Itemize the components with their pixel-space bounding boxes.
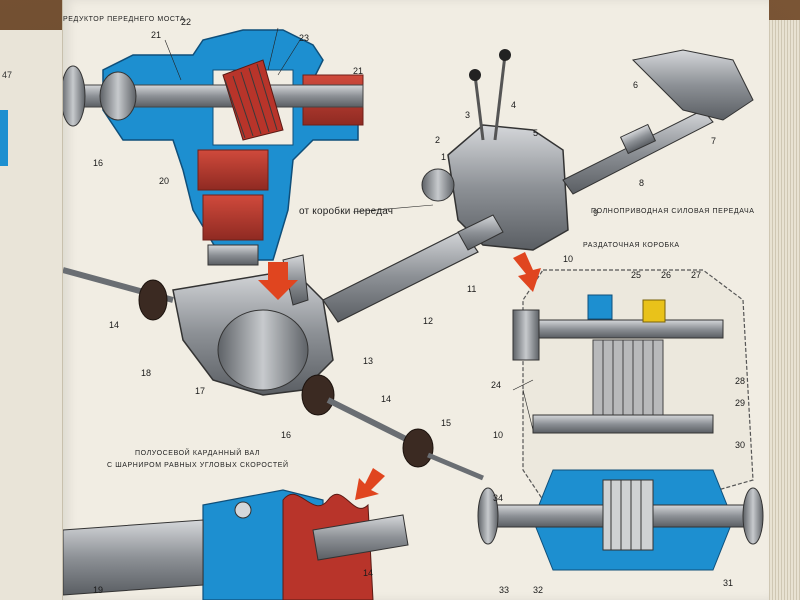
callout-14-left: 14 <box>109 320 120 330</box>
callout-32: 32 <box>533 585 544 595</box>
callout-24: 24 <box>491 380 502 390</box>
callout-10-bottom: 10 <box>493 430 504 440</box>
book-page: РЕДУКТОР ПЕРЕДНЕГО МОСТА от коробки пере… <box>62 0 769 600</box>
callout-2: 2 <box>435 135 441 145</box>
caption-front-axle-reducer: РЕДУКТОР ПЕРЕДНЕГО МОСТА <box>63 16 186 23</box>
callout-7: 7 <box>711 136 717 146</box>
callout-15: 15 <box>441 418 452 428</box>
cv-joint-halfshaft <box>63 489 409 600</box>
callout-11: 11 <box>467 284 477 294</box>
callout-14-bottom: 14 <box>363 568 374 578</box>
callout-12: 12 <box>423 316 434 326</box>
callout-21-right: 21 <box>353 66 364 76</box>
callout-9: 9 <box>593 208 599 218</box>
caption-halfshaft-line2: С ШАРНИРОМ РАВНЫХ УГЛОВЫХ СКОРОСТЕЙ <box>107 462 289 469</box>
leader-lines <box>164 27 534 431</box>
callout-33: 33 <box>499 585 510 595</box>
callout-4: 4 <box>511 100 517 110</box>
left-page-number: 47 <box>2 70 13 80</box>
technical-illustration <box>63 27 764 600</box>
caption-halfshaft-line1: ПОЛУОСЕВОЙ КАРДАННЫЙ ВАЛ <box>135 450 261 457</box>
page-stack-edge <box>764 20 800 600</box>
callout-16-top: 16 <box>93 158 104 168</box>
red-arrow-2 <box>513 252 541 292</box>
callout-29: 29 <box>735 398 746 408</box>
red-arrows <box>258 252 541 500</box>
callout-6: 6 <box>633 80 639 90</box>
callout-34: 34 <box>493 493 504 503</box>
callout-17: 17 <box>195 386 206 396</box>
left-page: 47 <box>0 30 65 600</box>
callout-23: 23 <box>299 33 310 43</box>
blue-page-tab <box>0 110 8 166</box>
callout-21: 21 <box>151 30 162 40</box>
transfer-case-section <box>477 269 764 571</box>
front-axle-reducer-diagram <box>63 29 364 266</box>
front-drive-assembly <box>63 214 504 481</box>
caption-awd-transmission: ПОЛНОПРИВОДНАЯ СИЛОВАЯ ПЕРЕДАЧА <box>591 208 755 215</box>
callout-19: 19 <box>93 585 104 595</box>
callout-25: 25 <box>631 270 642 280</box>
callout-13: 13 <box>363 356 374 366</box>
callout-31: 31 <box>723 578 734 588</box>
callout-14-mid: 14 <box>381 394 392 404</box>
callout-5: 5 <box>533 128 539 138</box>
red-arrow-3 <box>355 468 385 500</box>
callout-22: 22 <box>181 17 192 27</box>
callout-27: 27 <box>691 270 702 280</box>
callout-8: 8 <box>639 178 645 188</box>
rear-propeller-shaft <box>562 49 754 195</box>
red-arrow-1 <box>258 262 298 300</box>
callout-1: 1 <box>441 152 447 162</box>
callout-16-bottom: 16 <box>281 430 292 440</box>
callout-28: 28 <box>735 376 746 386</box>
callout-3: 3 <box>465 110 471 120</box>
caption-from-gearbox: от коробки передач <box>299 206 394 217</box>
caption-transfer-case: РАЗДАТОЧНАЯ КОРОБКА <box>583 242 680 249</box>
callout-20: 20 <box>159 176 170 186</box>
callout-26: 26 <box>661 270 672 280</box>
callout-10-top: 10 <box>563 254 574 264</box>
callout-30: 30 <box>735 440 746 450</box>
callout-18: 18 <box>141 368 152 378</box>
